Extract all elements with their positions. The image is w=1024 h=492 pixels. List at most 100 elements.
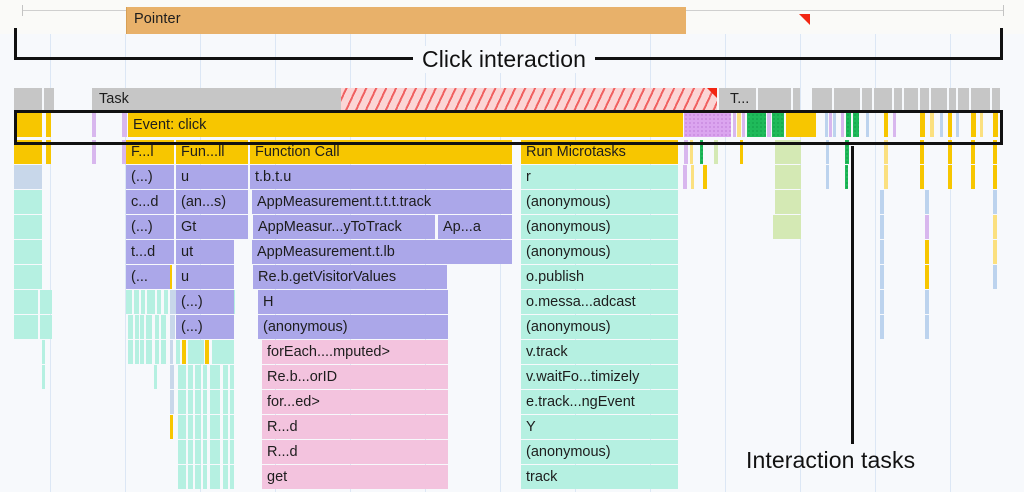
flame-bar[interactable] bbox=[135, 340, 139, 364]
flame-bar[interactable] bbox=[775, 190, 801, 214]
flame-bar[interactable]: Re.b...orID bbox=[262, 365, 448, 389]
flame-bar[interactable] bbox=[140, 315, 144, 339]
flame-bar[interactable] bbox=[178, 415, 186, 439]
flame-bar[interactable]: t.b.t.u bbox=[250, 165, 512, 189]
flame-bar[interactable] bbox=[170, 365, 174, 389]
flame-bar[interactable] bbox=[157, 290, 161, 314]
flame-bar[interactable] bbox=[210, 390, 220, 414]
flame-bar[interactable]: Gt bbox=[176, 215, 248, 239]
flame-bar[interactable] bbox=[178, 440, 186, 464]
flame-bar[interactable] bbox=[128, 315, 133, 339]
flame-bar[interactable] bbox=[155, 340, 159, 364]
flame-bar[interactable] bbox=[122, 140, 127, 164]
flame-bar[interactable] bbox=[948, 165, 952, 189]
flame-bar[interactable] bbox=[993, 165, 997, 189]
flame-bar[interactable] bbox=[154, 365, 157, 389]
flame-bar[interactable] bbox=[210, 465, 220, 489]
flame-bar[interactable] bbox=[703, 165, 707, 189]
flame-bar[interactable]: o.messa...adcast bbox=[521, 290, 678, 314]
flame-bar[interactable] bbox=[223, 365, 228, 389]
task-block[interactable] bbox=[719, 88, 756, 110]
flame-bar[interactable] bbox=[880, 215, 884, 239]
flame-bar[interactable] bbox=[195, 465, 201, 489]
task-block[interactable] bbox=[949, 88, 956, 110]
flame-bar[interactable] bbox=[925, 290, 929, 314]
flame-bar[interactable] bbox=[884, 140, 888, 164]
flame-bar[interactable] bbox=[126, 290, 132, 314]
flame-bar[interactable] bbox=[14, 290, 38, 314]
flame-bar[interactable] bbox=[178, 390, 186, 414]
flame-bar[interactable] bbox=[141, 290, 145, 314]
flame-bar[interactable]: Re.b.getVisitorValues bbox=[253, 265, 447, 289]
flame-bar[interactable] bbox=[140, 340, 144, 364]
flame-bar[interactable] bbox=[188, 465, 193, 489]
event-block[interactable] bbox=[893, 113, 896, 137]
flame-bar[interactable] bbox=[925, 265, 929, 289]
flame-bar[interactable] bbox=[880, 240, 884, 264]
flame-bar[interactable] bbox=[773, 215, 776, 239]
flame-bar[interactable]: AppMeasurement.t.t.t.track bbox=[252, 190, 512, 214]
event-block[interactable] bbox=[742, 113, 745, 137]
task-block[interactable] bbox=[904, 88, 918, 110]
painting-block[interactable] bbox=[853, 113, 859, 137]
flame-bar[interactable] bbox=[230, 365, 234, 389]
flame-bar[interactable] bbox=[188, 440, 193, 464]
event-block[interactable] bbox=[46, 113, 51, 137]
flame-bar[interactable]: r bbox=[521, 165, 678, 189]
flame-bar[interactable] bbox=[775, 165, 801, 189]
flame-bar[interactable] bbox=[993, 215, 997, 239]
flame-bar[interactable] bbox=[880, 190, 884, 214]
flame-bar[interactable]: (anonymous) bbox=[521, 240, 678, 264]
painting-block[interactable] bbox=[772, 113, 784, 137]
flame-bar[interactable] bbox=[135, 315, 139, 339]
flame-bar[interactable]: t...d bbox=[126, 240, 174, 264]
event-block[interactable] bbox=[825, 113, 828, 137]
task-block[interactable] bbox=[894, 88, 902, 110]
flame-bar[interactable] bbox=[146, 340, 152, 364]
flame-bar[interactable]: AppMeasurement.t.lb bbox=[252, 240, 512, 264]
flame-bar[interactable] bbox=[195, 365, 201, 389]
event-block[interactable] bbox=[993, 113, 998, 137]
task-block[interactable] bbox=[862, 88, 872, 110]
flame-bar[interactable] bbox=[993, 140, 997, 164]
flame-bar[interactable] bbox=[826, 165, 829, 189]
event-block[interactable] bbox=[971, 113, 976, 137]
flame-bar[interactable]: v.track bbox=[521, 340, 678, 364]
flame-bar[interactable] bbox=[775, 215, 801, 239]
flame-bar[interactable] bbox=[714, 140, 718, 164]
event-block[interactable] bbox=[866, 113, 869, 137]
flame-bar[interactable] bbox=[147, 290, 155, 314]
flame-bar[interactable]: track bbox=[521, 465, 678, 489]
task-block[interactable] bbox=[834, 88, 860, 110]
flame-bar[interactable] bbox=[880, 265, 884, 289]
flame-bar[interactable] bbox=[188, 365, 193, 389]
flame-bar[interactable] bbox=[14, 240, 42, 264]
flame-bar[interactable] bbox=[210, 365, 220, 389]
task-block[interactable] bbox=[992, 88, 1000, 110]
flame-bar[interactable] bbox=[925, 215, 929, 239]
event-block[interactable] bbox=[980, 113, 983, 137]
flame-bar[interactable]: e.track...ngEvent bbox=[521, 390, 678, 414]
flame-bar[interactable]: o.publish bbox=[521, 265, 678, 289]
event-block[interactable] bbox=[956, 113, 959, 137]
flame-bar[interactable] bbox=[684, 140, 688, 164]
flame-bar[interactable] bbox=[14, 315, 38, 339]
event-block[interactable] bbox=[841, 113, 844, 137]
flame-bar[interactable] bbox=[212, 340, 234, 364]
flame-bar[interactable]: u bbox=[176, 265, 234, 289]
event-block[interactable] bbox=[884, 113, 888, 137]
flame-bar[interactable] bbox=[14, 190, 42, 214]
flame-bar[interactable] bbox=[161, 340, 166, 364]
flame-bar[interactable]: (...) bbox=[176, 315, 234, 339]
painting-block[interactable] bbox=[846, 113, 851, 137]
flame-bar[interactable] bbox=[971, 165, 975, 189]
flame-bar[interactable] bbox=[993, 190, 997, 214]
flame-bar[interactable] bbox=[182, 340, 186, 364]
event-block[interactable] bbox=[829, 113, 832, 137]
flame-bar[interactable]: u bbox=[176, 165, 248, 189]
flame-bar[interactable] bbox=[178, 365, 186, 389]
flame-bar[interactable] bbox=[203, 390, 207, 414]
flame-bar[interactable] bbox=[164, 290, 168, 314]
task-block[interactable] bbox=[874, 88, 892, 110]
task-block[interactable] bbox=[758, 88, 791, 110]
